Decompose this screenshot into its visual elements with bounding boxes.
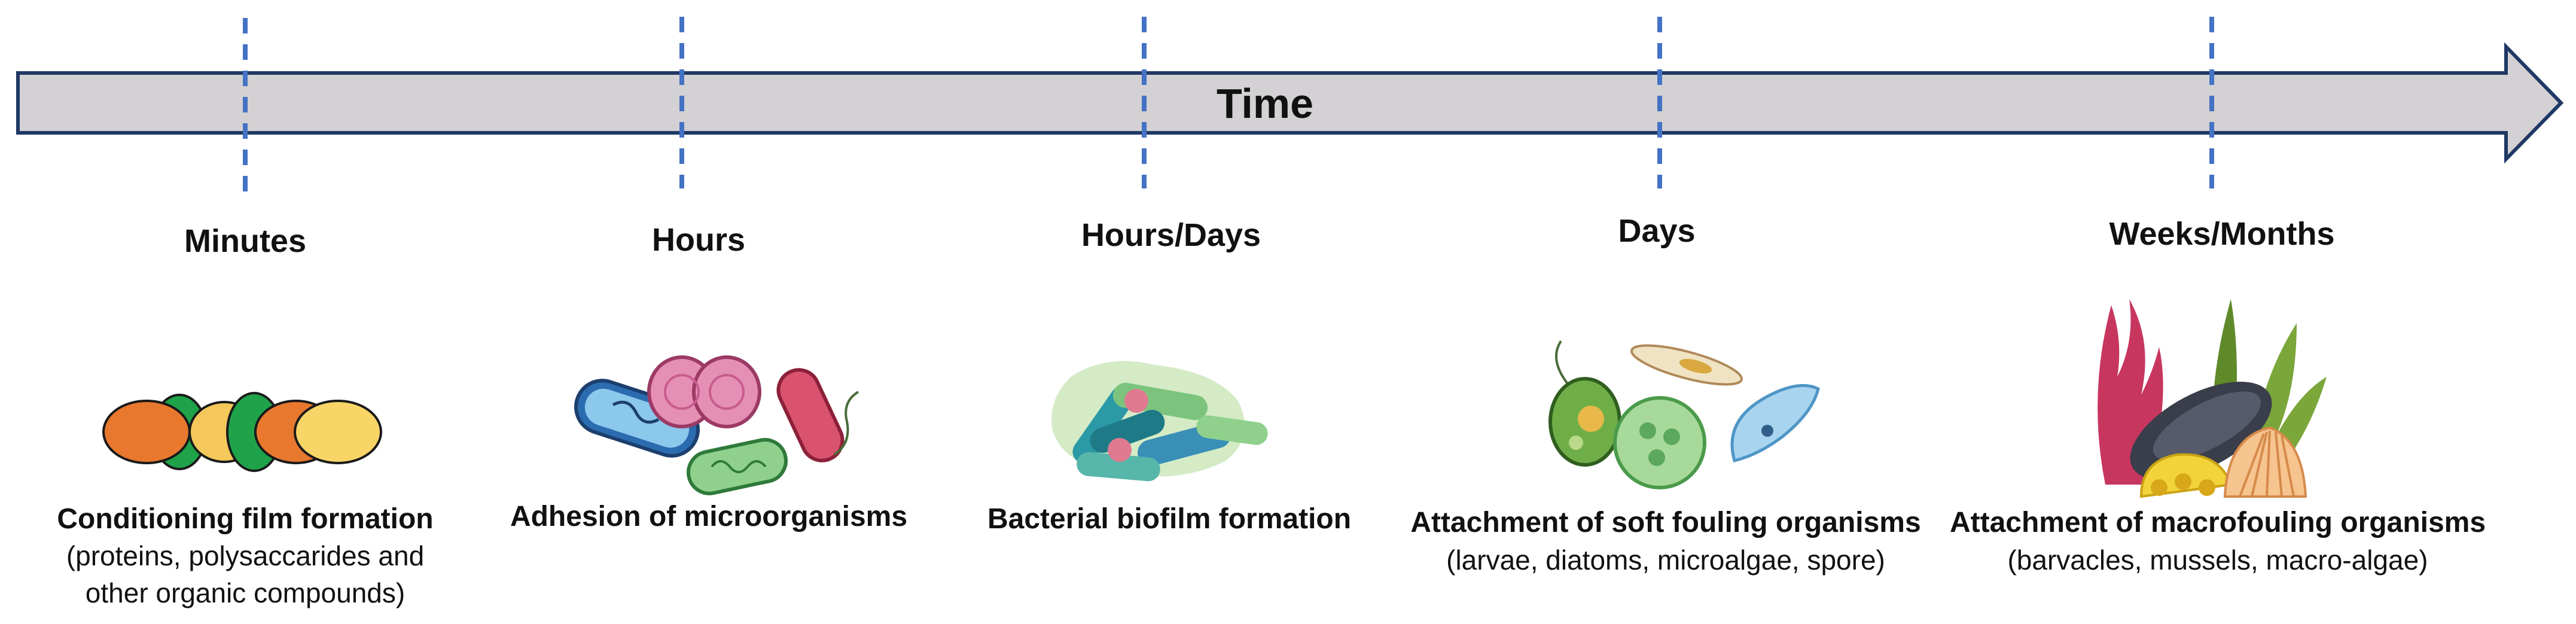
stage-subtitle: (proteins, polysaccarides and xyxy=(66,540,425,571)
microorganisms-icon xyxy=(574,355,859,495)
stage-time-label: Hours/Days xyxy=(1081,217,1261,253)
soft-fouling-icon xyxy=(1548,340,1820,489)
time-arrow xyxy=(16,42,2564,164)
conditioning-film-icon xyxy=(102,392,382,472)
time-axis-label: Time xyxy=(1216,80,1314,127)
stage-title: Attachment of macrofouling organisms xyxy=(1949,507,2486,538)
stage-title: Attachment of soft fouling organisms xyxy=(1410,507,1921,538)
macrofouling-icon xyxy=(2098,299,2327,498)
stage-time-label: Weeks/Months xyxy=(2109,216,2335,252)
stage-subtitle: (barvacles, mussels, macro-algae) xyxy=(2007,544,2428,576)
stage-time-label: Days xyxy=(1618,213,1696,249)
stage-title: Conditioning film formation xyxy=(57,503,434,535)
stage-title: Adhesion of microorganisms xyxy=(510,501,908,532)
biofilm-icon xyxy=(1051,361,1268,482)
stage-title: Bacterial biofilm formation xyxy=(987,503,1352,535)
stage-time-label: Hours xyxy=(651,222,746,258)
stage-time-label: Minutes xyxy=(184,223,307,259)
stage-subtitle: other organic compounds) xyxy=(85,577,406,608)
timeline-ticks xyxy=(243,17,2214,194)
stage-subtitle: (larvae, diatoms, microalgae, spore) xyxy=(1446,544,1885,576)
